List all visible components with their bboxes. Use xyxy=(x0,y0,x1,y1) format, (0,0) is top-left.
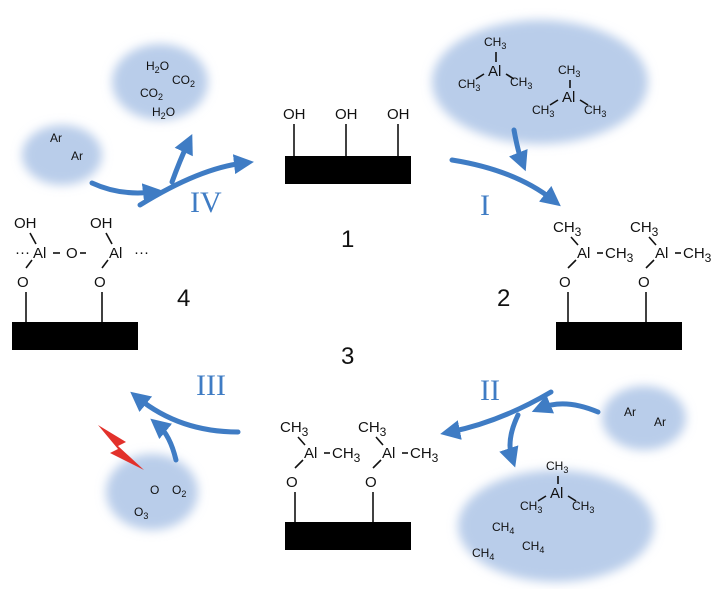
methyl-label: CH3 xyxy=(332,445,361,465)
step-label-III: III xyxy=(196,369,226,402)
hydroxyl-label: OH xyxy=(90,215,113,232)
bridging-oxygen-label: O xyxy=(66,245,78,262)
cloud-ar-purge-right xyxy=(602,386,686,450)
water-label: H2O xyxy=(152,105,175,121)
hydroxyl-label: OH xyxy=(283,106,306,123)
stage-4-hydroxylated-alumina: O O Al Al ··· ··· O OH OH xyxy=(12,215,149,350)
substrate-block xyxy=(556,322,682,350)
methane-label: CH4 xyxy=(492,520,514,536)
methyl-label: CH3 xyxy=(520,499,542,515)
methane-label: CH4 xyxy=(522,539,544,555)
step-label-I: I xyxy=(480,189,490,222)
oxygen-label: O xyxy=(638,274,650,291)
cloud-ozone xyxy=(106,454,198,530)
cloud-byproducts-h2o-co2 xyxy=(112,44,208,120)
arrow-step-IV xyxy=(89,133,254,208)
aluminum-label: Al xyxy=(109,245,122,262)
aluminum-label: Al xyxy=(304,445,317,462)
stage-number-1: 1 xyxy=(341,226,354,253)
hydroxyl-label: OH xyxy=(14,215,37,232)
carbon-dioxide-label: CO2 xyxy=(140,86,163,102)
methyl-label: CH3 xyxy=(630,219,659,239)
methyl-label: CH3 xyxy=(280,419,309,439)
aluminum-label: Al xyxy=(488,63,501,80)
arrow-step-II xyxy=(440,389,601,468)
aluminum-label: Al xyxy=(382,445,395,462)
stage-2-methylated-surface: O O Al Al CH3 CH3 CH3 CH3 xyxy=(553,219,712,350)
tma-molecule: Al CH3 CH3 CH3 xyxy=(532,63,606,119)
methyl-label: CH3 xyxy=(484,35,506,51)
methyl-label: CH3 xyxy=(410,445,439,465)
step-label-II: II xyxy=(480,374,500,407)
methyl-label: CH3 xyxy=(683,245,712,265)
oxygen-label: O xyxy=(286,474,298,491)
methyl-label: CH3 xyxy=(358,419,387,439)
oxygen-label: O xyxy=(94,274,106,291)
stage-1-hydroxylated-surface: OH OH OH xyxy=(283,106,411,184)
cloud-tma-ch4-byproducts xyxy=(458,470,654,582)
methyl-label: CH3 xyxy=(584,103,606,119)
hydroxyl-label: OH xyxy=(387,106,410,123)
lightning-bolt-icon xyxy=(98,425,144,470)
aluminum-label: Al xyxy=(550,485,563,502)
substrate-block xyxy=(285,156,411,184)
argon-label: Ar xyxy=(71,149,83,163)
stage-number-3: 3 xyxy=(341,343,354,370)
oxygen-label: O xyxy=(17,274,29,291)
oxygen-atom-label: O xyxy=(150,483,159,497)
bond-dots: ··· xyxy=(15,244,30,261)
cloud-ar-purge-top-left xyxy=(22,125,102,185)
oxygen-label: O xyxy=(559,274,571,291)
oxygen-label: O xyxy=(365,474,377,491)
aluminum-label: Al xyxy=(577,245,590,262)
argon-label: Ar xyxy=(50,131,62,145)
aluminum-label: Al xyxy=(655,245,668,262)
methyl-label: CH3 xyxy=(572,499,594,515)
stage-3-methylated-surface: O O Al Al CH3 CH3 CH3 CH3 xyxy=(280,419,439,550)
cloud-tma-precursor xyxy=(432,20,648,144)
methyl-label: CH3 xyxy=(558,63,580,79)
oxygen-molecule-label: O2 xyxy=(172,483,186,499)
tma-molecule: Al CH3 CH3 CH3 xyxy=(458,35,532,93)
bond-dots: ··· xyxy=(134,244,149,261)
methyl-label: CH3 xyxy=(553,219,582,239)
stage-number-4: 4 xyxy=(177,285,190,312)
tma-molecule: Al CH3 CH3 CH3 xyxy=(520,459,594,515)
argon-label: Ar xyxy=(624,405,636,419)
arrow-step-III xyxy=(130,391,241,463)
methyl-label: CH3 xyxy=(510,75,532,91)
carbon-dioxide-label: CO2 xyxy=(172,73,195,89)
methane-label: CH4 xyxy=(472,546,494,562)
ozone-label: O3 xyxy=(134,505,148,521)
hydroxyl-label: OH xyxy=(335,106,358,123)
arrow-step-I xyxy=(449,127,561,207)
substrate-block xyxy=(12,322,138,350)
step-label-IV: IV xyxy=(190,186,222,219)
aluminum-label: Al xyxy=(33,245,46,262)
methyl-label: CH3 xyxy=(458,77,480,93)
methyl-label: CH3 xyxy=(546,459,568,475)
stage-number-2: 2 xyxy=(497,285,510,312)
methyl-label: CH3 xyxy=(532,103,554,119)
substrate-block xyxy=(285,522,411,550)
methyl-label: CH3 xyxy=(605,245,634,265)
argon-label: Ar xyxy=(654,415,666,429)
water-label: H2O xyxy=(146,59,169,75)
aluminum-label: Al xyxy=(562,89,575,106)
